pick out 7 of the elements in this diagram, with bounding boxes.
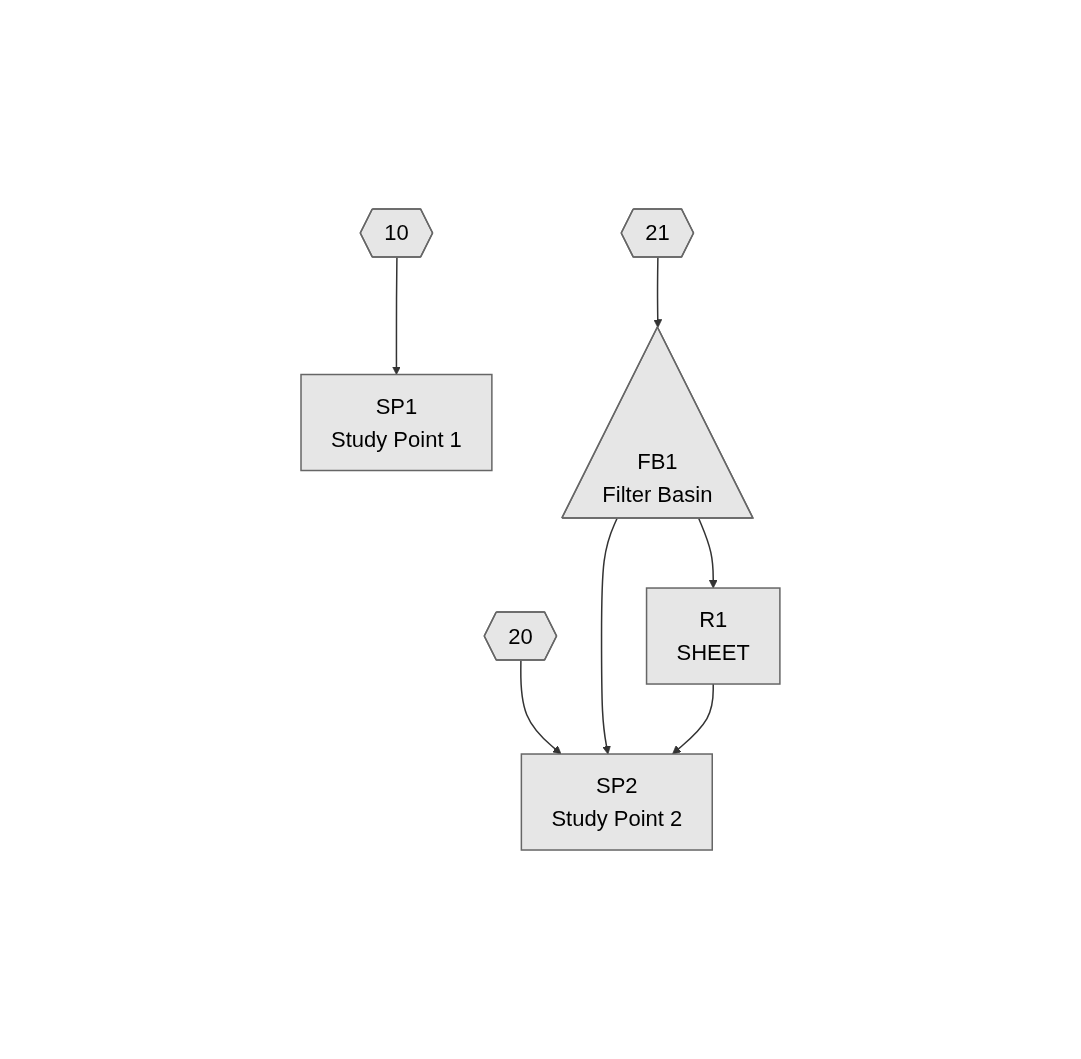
arrow: [392, 256, 401, 375]
node-box: R1 SHEET: [645, 587, 781, 685]
node-box: SP2 Study Point 2: [520, 753, 714, 851]
arrow: [672, 683, 714, 755]
arrow: [520, 659, 562, 755]
node-box: SP1 Study Point 1: [300, 373, 493, 472]
arrow: [653, 256, 663, 328]
